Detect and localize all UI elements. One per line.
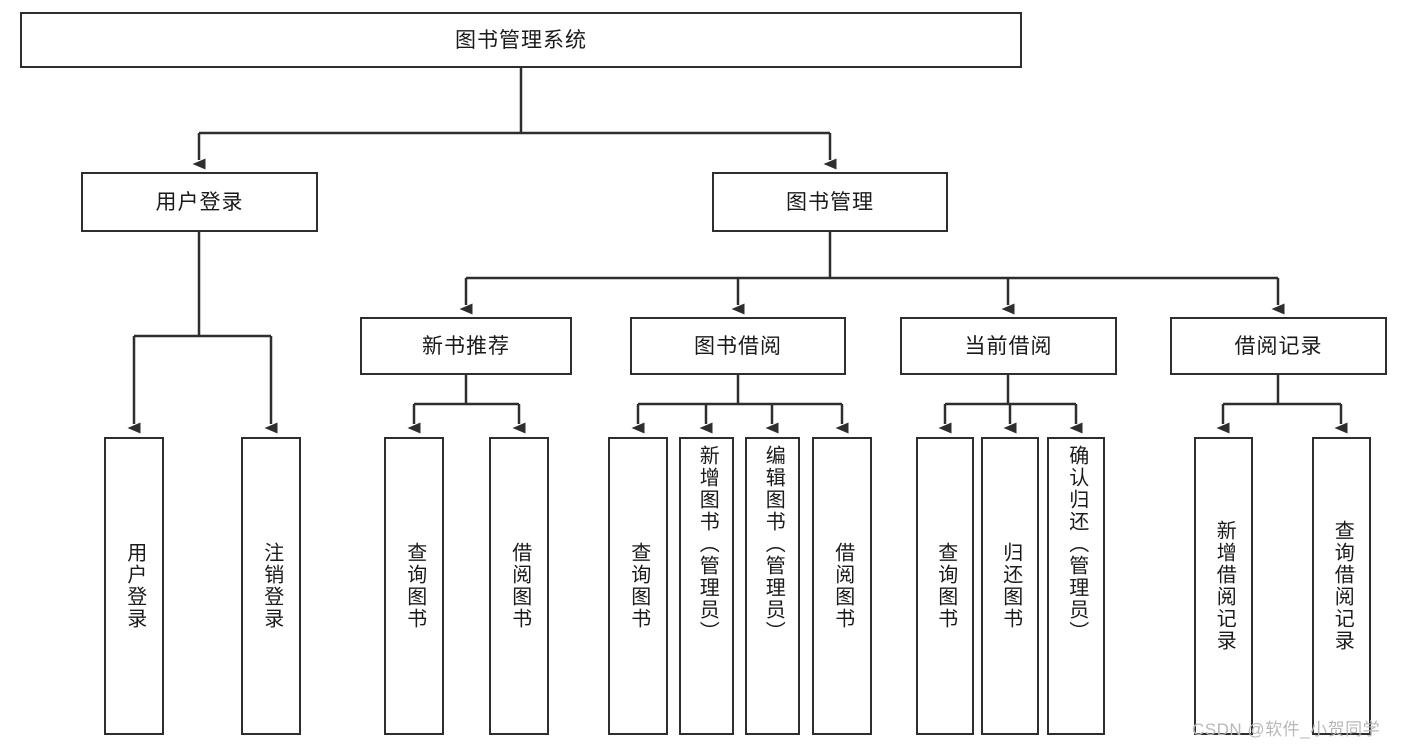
leaf-user-login-label: 用户登录 <box>123 542 146 630</box>
leaf-return-book-label: 归还图书 <box>999 542 1022 630</box>
leaf-edit-book-label: 编辑图书（管理员） <box>762 445 785 643</box>
leaf-logout[interactable]: 注销登录 <box>241 437 301 735</box>
leaf-add-record[interactable]: 新增借阅记录 <box>1194 437 1253 735</box>
leaf-user-login[interactable]: 用户登录 <box>104 437 164 735</box>
leaf-query-book-1[interactable]: 查询图书 <box>384 437 444 735</box>
node-new-book-rec[interactable]: 新书推荐 <box>360 317 572 375</box>
node-book-manage[interactable]: 图书管理 <box>712 172 948 232</box>
leaf-confirm-return-label: 确认归还（管理员） <box>1065 445 1088 643</box>
leaf-query-record[interactable]: 查询借阅记录 <box>1312 437 1371 735</box>
leaf-borrow-book-2[interactable]: 借阅图书 <box>812 437 872 735</box>
leaf-query-book-2-label: 查询图书 <box>627 542 650 630</box>
node-user-login[interactable]: 用户登录 <box>81 172 318 232</box>
node-current-borrow[interactable]: 当前借阅 <box>900 317 1117 375</box>
node-root[interactable]: 图书管理系统 <box>20 12 1022 68</box>
leaf-query-book-3[interactable]: 查询图书 <box>916 437 974 735</box>
leaf-borrow-book-1[interactable]: 借阅图书 <box>489 437 549 735</box>
node-borrow-record[interactable]: 借阅记录 <box>1170 317 1387 375</box>
leaf-borrow-book-1-label: 借阅图书 <box>508 542 531 630</box>
node-root-label: 图书管理系统 <box>455 28 587 52</box>
leaf-query-book-1-label: 查询图书 <box>403 542 426 630</box>
node-new-book-rec-label: 新书推荐 <box>422 334 510 358</box>
leaf-return-book[interactable]: 归还图书 <box>981 437 1039 735</box>
leaf-add-book-label: 新增图书（管理员） <box>696 445 719 643</box>
leaf-edit-book[interactable]: 编辑图书（管理员） <box>745 437 800 735</box>
leaf-borrow-book-2-label: 借阅图书 <box>831 542 854 630</box>
node-borrow-record-label: 借阅记录 <box>1234 334 1323 358</box>
node-book-borrow-label: 图书借阅 <box>694 334 782 358</box>
node-book-manage-label: 图书管理 <box>786 190 874 214</box>
leaf-query-book-2[interactable]: 查询图书 <box>608 437 668 735</box>
leaf-add-book[interactable]: 新增图书（管理员） <box>679 437 734 735</box>
node-current-borrow-label: 当前借阅 <box>964 334 1053 358</box>
leaf-query-book-3-label: 查询图书 <box>934 542 957 630</box>
node-book-borrow[interactable]: 图书借阅 <box>630 317 846 375</box>
leaf-logout-label: 注销登录 <box>260 542 283 630</box>
node-user-login-label: 用户登录 <box>155 190 244 214</box>
leaf-add-record-label: 新增借阅记录 <box>1213 520 1236 652</box>
leaf-query-record-label: 查询借阅记录 <box>1331 520 1354 652</box>
leaf-confirm-return[interactable]: 确认归还（管理员） <box>1047 437 1105 735</box>
csdn-watermark: CSDN @软件_小贺同学 <box>1192 720 1381 739</box>
